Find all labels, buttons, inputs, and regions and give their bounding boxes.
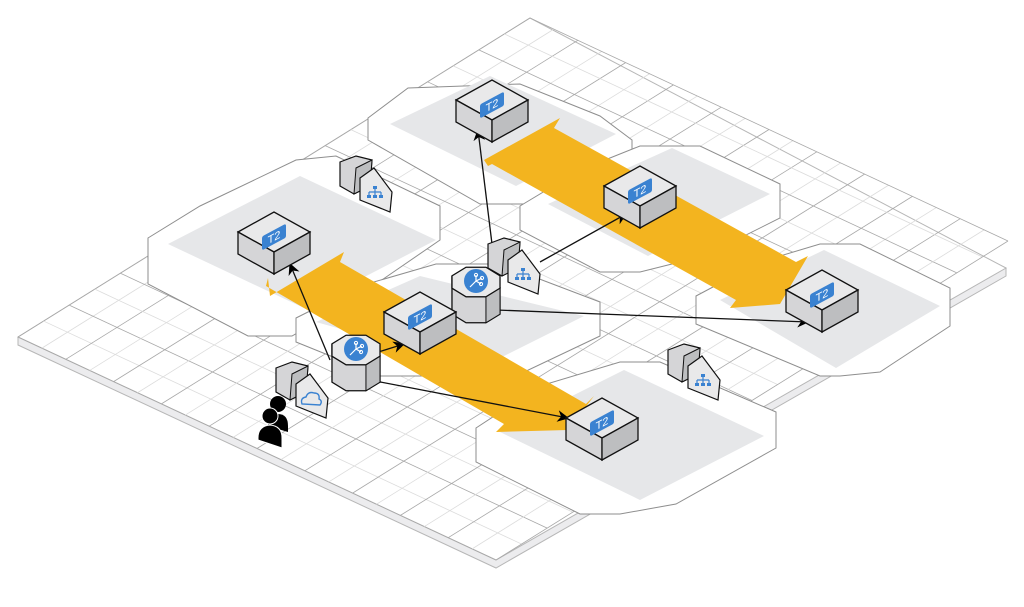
network-hierarchy-icon <box>695 374 711 386</box>
grid-line <box>529 17 1009 242</box>
connector-elb-back-to-ec2-right <box>495 309 810 328</box>
ec2-upper-middle[interactable]: T2 <box>602 165 678 230</box>
connector-gateway-to-ec2-upper-middle <box>539 213 628 263</box>
ec2-top[interactable]: T2 <box>454 79 530 144</box>
ec2-right[interactable]: T2 <box>784 269 860 334</box>
ec2-left[interactable]: T2 <box>236 211 312 276</box>
ec2-bottom[interactable]: T2 <box>564 397 640 462</box>
gateway-network-center[interactable] <box>487 237 541 295</box>
load-balancer-icon <box>344 337 368 361</box>
grid-line <box>352 173 865 494</box>
connector-elb-front-to-ec2-left <box>288 262 331 361</box>
connector-elb-front-to-ec2-bottom <box>369 379 570 422</box>
grid-line <box>376 184 889 505</box>
elb-back[interactable] <box>451 266 501 324</box>
network-hierarchy-icon <box>367 186 383 198</box>
gateway-cloud[interactable] <box>275 361 329 419</box>
cloud-icon <box>300 391 322 406</box>
load-balancer-icon <box>464 269 488 293</box>
gateway-network-right[interactable] <box>667 343 721 401</box>
ec2-center[interactable]: T2 <box>382 291 458 356</box>
elb-front[interactable] <box>331 334 381 392</box>
network-hierarchy-icon <box>515 268 531 280</box>
gateway-network-top[interactable] <box>339 155 393 213</box>
users-icon[interactable] <box>257 396 288 449</box>
grid-line <box>504 33 983 258</box>
connector-gateway-to-ec2-top <box>473 128 493 245</box>
